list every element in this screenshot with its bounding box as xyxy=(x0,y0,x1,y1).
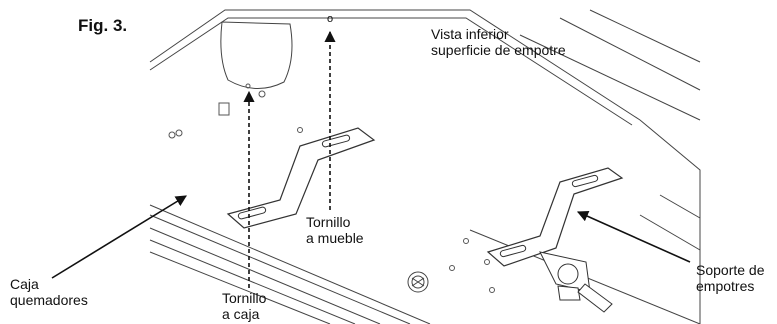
left-bracket xyxy=(226,127,376,229)
view-title: Vista inferior superficie de empotre xyxy=(431,26,566,58)
burner-connector xyxy=(407,271,429,293)
top-hole-mark: o xyxy=(327,13,333,25)
callout-screw-box-line-2: a caja xyxy=(222,306,260,322)
callout-bracket-line-1: Soporte de xyxy=(696,262,765,278)
callout-bracket: Soporte de empotres xyxy=(696,262,765,294)
surface-features xyxy=(168,83,495,293)
callout-screw-box: Tornillo a caja xyxy=(222,290,266,322)
screw-paths xyxy=(243,30,336,288)
leader-arrows xyxy=(51,195,691,279)
view-title-line-2: superficie de empotre xyxy=(431,42,566,58)
gas-fitting xyxy=(539,251,613,313)
right-bracket xyxy=(486,167,624,267)
callout-screw-cabinet-line-1: Tornillo xyxy=(306,214,351,230)
callout-bracket-line-2: empotres xyxy=(696,278,755,294)
corner-block xyxy=(220,21,293,89)
bracket-arrow xyxy=(576,210,691,263)
figure-label: Fig. 3. xyxy=(78,16,128,35)
figure-label-text: Fig. 3. xyxy=(78,16,128,35)
callout-screw-box-line-1: Tornillo xyxy=(222,290,267,306)
callout-burner-box-line-1: Caja xyxy=(10,276,39,292)
callout-burner-box: Caja quemadores xyxy=(10,276,88,308)
left-bracket-slots xyxy=(237,134,351,220)
view-title-line-1: Vista inferior xyxy=(431,26,509,42)
right-bracket-slots xyxy=(499,174,599,258)
callout-screw-cabinet-line-2: a mueble xyxy=(306,230,364,246)
burner-box-arrow xyxy=(51,195,187,279)
callout-screw-cabinet: Tornillo a mueble xyxy=(306,214,364,246)
callout-burner-box-line-2: quemadores xyxy=(10,292,88,308)
